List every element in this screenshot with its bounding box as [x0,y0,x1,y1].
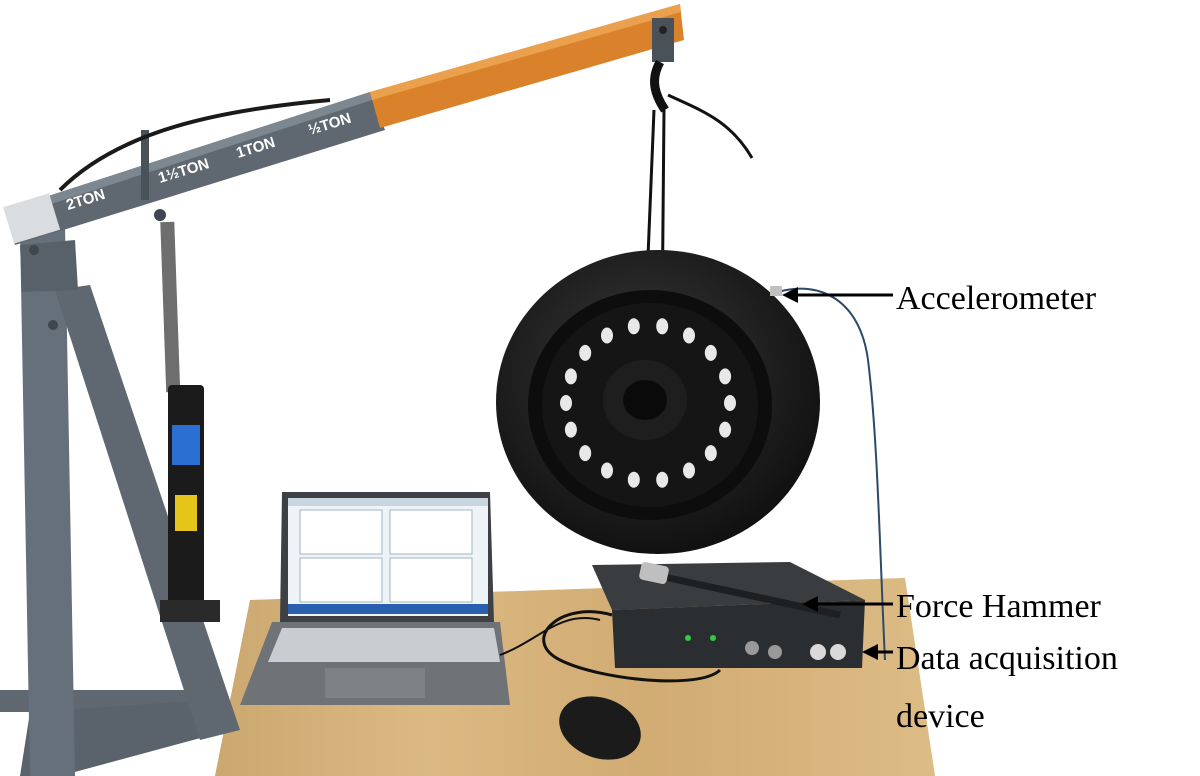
rim-hole [564,368,577,385]
daq-label-line2: device [896,698,985,735]
daq-label-line1: Data acquisition [896,640,1118,677]
engine-crane: 2TON 1½TON 1TON ½TON [0,4,684,776]
rim-hole [656,471,669,488]
rim-hole [683,462,695,479]
rim-hole [704,344,717,361]
laptop [240,492,510,705]
mouse-cable [499,617,601,656]
force-hammer-label: Force Hammer [896,588,1101,625]
accelerometer-arrow [782,287,893,303]
daq-arrow [862,644,893,660]
tire-wheel [496,250,820,554]
rim-hole [601,327,613,344]
rim-hole [704,445,717,462]
rim-hole [683,327,695,344]
rim-hole [719,368,732,385]
rim-hole [627,471,640,488]
force-hammer [639,562,841,619]
rim-holes [560,318,736,488]
rim-hole [724,395,736,411]
accelerometer-label: Accelerometer [896,280,1097,317]
rim-hole [719,421,732,438]
accelerometer-sensor [770,286,782,296]
accelerometer-cable [777,287,886,661]
rim-hole [579,344,592,361]
rim-hole [579,445,592,462]
rim-hole [627,318,640,335]
rim-hole [564,421,577,438]
rim-hole [656,318,669,335]
force-hammer-arrow [802,596,893,612]
daq-cable [542,610,722,683]
computer-mouse [559,696,641,760]
rim-hole [560,395,572,411]
rim-hole [601,462,613,479]
